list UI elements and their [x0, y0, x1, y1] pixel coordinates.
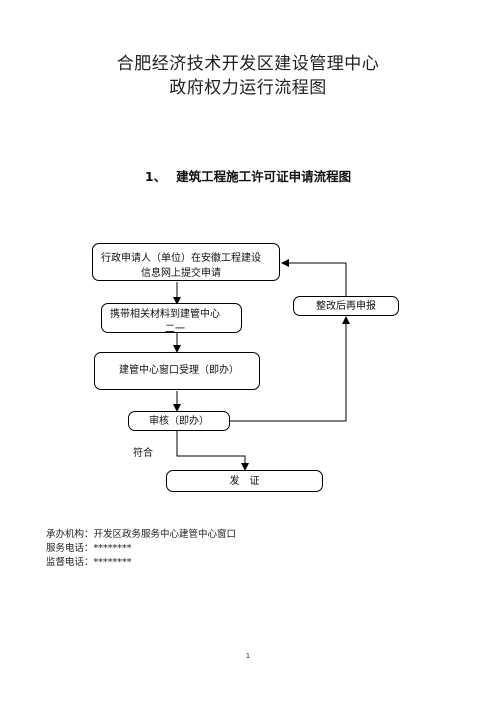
- flow-step-online-apply: 行政申请人（单位）在安徽工程建设 信息网上提交申请: [92, 243, 280, 281]
- flow-label-pass: 符合: [133, 448, 153, 459]
- info-supervision-phone-value: ********: [93, 557, 132, 568]
- info-service-phone-value: ********: [93, 543, 132, 554]
- flow-step-issue-permit: 发 证: [166, 470, 323, 492]
- arrow-review-to-rectify: [230, 316, 350, 422]
- flow-step-rectify-resubmit: 整改后再申报: [293, 296, 399, 316]
- info-agency-label: 承办机构：: [46, 529, 94, 540]
- section-heading: 1、建筑工程施工许可证申请流程图: [0, 166, 496, 185]
- info-service-phone-label: 服务电话：: [46, 543, 94, 554]
- info-supervision-phone: 监督电话：********: [46, 556, 132, 569]
- info-agency-value: 开发区政务服务中心建管中心窗口: [93, 529, 237, 540]
- flow-step-issue-permit-label: 发 证: [229, 476, 260, 487]
- page-number: 1: [245, 652, 251, 660]
- arrow-review-to-issue: [176, 430, 249, 471]
- flow-step-online-apply-line1: 行政申请人（单位）在安徽工程建设: [101, 253, 261, 264]
- flow-step-window-accept: 建管中心窗口受理（即办）: [94, 352, 260, 390]
- flow-step-review: 审核（即办）: [128, 411, 230, 431]
- info-service-phone: 服务电话：********: [46, 542, 132, 555]
- section-title: 建筑工程施工许可证申请流程图: [176, 169, 352, 184]
- document-title-line1: 合肥经济技术开发区建设管理中心: [116, 54, 380, 74]
- flow-step-submit-materials-line1: 携带相关材料到建管中心: [110, 309, 220, 320]
- flow-step-rectify-resubmit-label: 整改后再申报: [316, 301, 376, 312]
- arrow-rectify-to-apply: [281, 259, 347, 296]
- flow-step-submit-materials: 携带相关材料到建管中心 二一: [101, 303, 242, 333]
- info-supervision-phone-label: 监督电话：: [46, 557, 94, 568]
- info-agency: 承办机构：开发区政务服务中心建管中心窗口: [46, 528, 236, 541]
- section-number: 1、: [144, 169, 167, 184]
- document-title-line2: 政府权力运行流程图: [169, 78, 327, 98]
- flow-step-submit-materials-line2: 二一: [165, 324, 185, 333]
- flow-step-online-apply-line2: 信息网上提交申请: [141, 268, 221, 279]
- flow-step-review-label: 审核（即办）: [149, 416, 209, 427]
- flow-step-window-accept-label: 建管中心窗口受理（即办）: [119, 365, 239, 376]
